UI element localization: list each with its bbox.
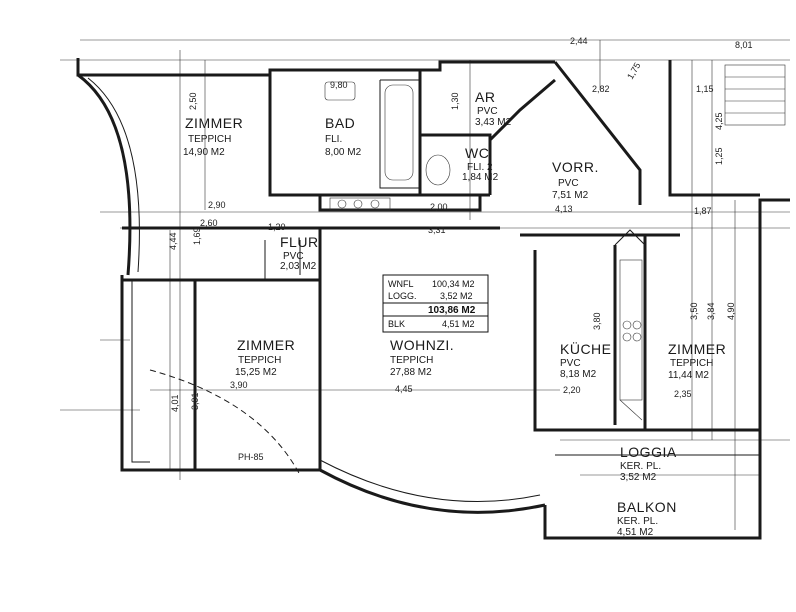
svg-text:PVC: PVC	[477, 106, 498, 117]
svg-text:ZIMMER: ZIMMER	[237, 337, 295, 353]
room-zimmer-2: ZIMMER TEPPICH 15,25 M2	[235, 337, 295, 378]
kitchen-fixtures	[619, 259, 643, 421]
room-zimmer-1: ZIMMER TEPPICH 14,90 M2	[183, 115, 243, 158]
svg-text:KÜCHE: KÜCHE	[560, 340, 612, 357]
room-wohnzi: WOHNZI. TEPPICH 27,88 M2	[390, 337, 454, 378]
svg-text:BAD: BAD	[325, 115, 355, 131]
room-ar: AR PVC 3,43 M2	[475, 89, 512, 128]
svg-text:3,84: 3,84	[706, 302, 716, 320]
svg-text:AR: AR	[475, 89, 495, 105]
svg-text:TEPPICH: TEPPICH	[670, 358, 713, 369]
svg-text:3,50: 3,50	[689, 302, 699, 320]
svg-text:2,50: 2,50	[188, 92, 198, 110]
door-swing	[149, 369, 301, 476]
svg-text:PVC: PVC	[560, 358, 581, 369]
svg-text:2,60: 2,60	[200, 218, 218, 228]
svg-text:LOGG.: LOGG.	[388, 291, 417, 301]
svg-text:WNFL: WNFL	[388, 279, 414, 289]
svg-text:2,00: 2,00	[430, 202, 448, 212]
svg-text:WOHNZI.: WOHNZI.	[390, 337, 454, 353]
svg-text:BLK: BLK	[388, 319, 405, 329]
svg-text:ZIMMER: ZIMMER	[185, 115, 243, 131]
svg-text:3,91: 3,91	[190, 392, 200, 410]
svg-text:PVC: PVC	[283, 251, 304, 262]
room-zimmer-3: ZIMMER TEPPICH 11,44 M2	[668, 341, 726, 381]
svg-text:2,44: 2,44	[570, 36, 588, 46]
room-wc: WC FLI. 2 1,84 M2	[462, 145, 499, 183]
svg-text:4,45: 4,45	[395, 384, 413, 394]
svg-text:TEPPICH: TEPPICH	[390, 355, 433, 366]
svg-text:3,31: 3,31	[428, 225, 446, 235]
dimension-lines	[60, 39, 790, 530]
svg-text:4,90: 4,90	[726, 302, 736, 320]
svg-text:3,80: 3,80	[592, 312, 602, 330]
svg-text:TEPPICH: TEPPICH	[238, 355, 281, 366]
room-vorr: VORR. PVC 7,51 M2	[552, 159, 599, 201]
svg-text:4,51 M2: 4,51 M2	[442, 319, 475, 329]
svg-text:4,01: 4,01	[170, 394, 180, 412]
svg-text:1,87: 1,87	[694, 206, 712, 216]
svg-text:2,03 M2: 2,03 M2	[280, 261, 317, 272]
svg-text:PH-85: PH-85	[238, 452, 264, 462]
svg-text:1,69: 1,69	[192, 227, 202, 245]
svg-text:7,51 M2: 7,51 M2	[552, 190, 589, 201]
svg-text:FLI. 2: FLI. 2	[467, 162, 493, 173]
bathroom-fixtures	[324, 81, 451, 211]
room-kueche: KÜCHE PVC 8,18 M2	[560, 340, 612, 380]
svg-text:1,30: 1,30	[450, 92, 460, 110]
svg-text:WC: WC	[465, 145, 489, 161]
svg-text:103,86 M2: 103,86 M2	[428, 305, 476, 316]
room-balkon: BALKON KER. PL. 4,51 M2	[617, 499, 677, 538]
svg-text:4,51 M2: 4,51 M2	[617, 527, 654, 538]
svg-text:8,00 M2: 8,00 M2	[325, 147, 362, 158]
svg-text:3,43 M2: 3,43 M2	[475, 117, 512, 128]
svg-text:1,15: 1,15	[696, 84, 714, 94]
dimension-labels: 2,50 9,80 1,30 2,82 1,75 1,15 1,25 4,25 …	[168, 36, 753, 462]
svg-text:4,44: 4,44	[168, 232, 178, 250]
svg-text:27,88 M2: 27,88 M2	[390, 367, 432, 378]
svg-text:3,52 M2: 3,52 M2	[440, 291, 473, 301]
svg-text:2,20: 2,20	[563, 385, 581, 395]
svg-text:14,90 M2: 14,90 M2	[183, 147, 225, 158]
svg-text:KER. PL.: KER. PL.	[620, 461, 661, 472]
area-table: WNFL 100,34 M2 LOGG. 3,52 M2 103,86 M2 B…	[382, 274, 489, 333]
svg-text:1,84 M2: 1,84 M2	[462, 172, 499, 183]
svg-text:3,52 M2: 3,52 M2	[620, 472, 657, 483]
svg-text:2,90: 2,90	[208, 200, 226, 210]
svg-text:BALKON: BALKON	[617, 499, 677, 515]
svg-text:15,25 M2: 15,25 M2	[235, 367, 277, 378]
svg-text:FLI.: FLI.	[325, 134, 342, 145]
svg-text:LOGGIA: LOGGIA	[620, 444, 677, 460]
svg-text:100,34 M2: 100,34 M2	[432, 279, 475, 289]
staircase	[724, 64, 786, 126]
room-flur: FLUR PVC 2,03 M2	[280, 234, 319, 272]
svg-text:11,44 M2: 11,44 M2	[668, 370, 709, 381]
room-bad: BAD FLI. 8,00 M2	[325, 115, 362, 158]
svg-text:3,90: 3,90	[230, 380, 248, 390]
svg-text:2,35: 2,35	[674, 389, 692, 399]
svg-text:PVC: PVC	[558, 178, 579, 189]
svg-text:4,25: 4,25	[714, 112, 724, 130]
svg-text:TEPPICH: TEPPICH	[188, 134, 231, 145]
svg-text:8,18 M2: 8,18 M2	[560, 369, 597, 380]
walls	[76, 58, 790, 540]
svg-text:4,13: 4,13	[555, 204, 573, 214]
svg-text:KER. PL.: KER. PL.	[617, 516, 658, 527]
svg-text:1,75: 1,75	[625, 61, 642, 81]
svg-text:9,80: 9,80	[330, 80, 348, 90]
svg-text:8,01: 8,01	[735, 40, 753, 50]
room-loggia: LOGGIA KER. PL. 3,52 M2	[620, 444, 677, 483]
svg-text:1,20: 1,20	[268, 222, 286, 232]
svg-text:ZIMMER: ZIMMER	[668, 341, 726, 357]
svg-text:VORR.: VORR.	[552, 159, 599, 175]
svg-text:FLUR: FLUR	[280, 234, 319, 250]
svg-text:1,25: 1,25	[714, 147, 724, 165]
svg-text:2,82: 2,82	[592, 84, 610, 94]
